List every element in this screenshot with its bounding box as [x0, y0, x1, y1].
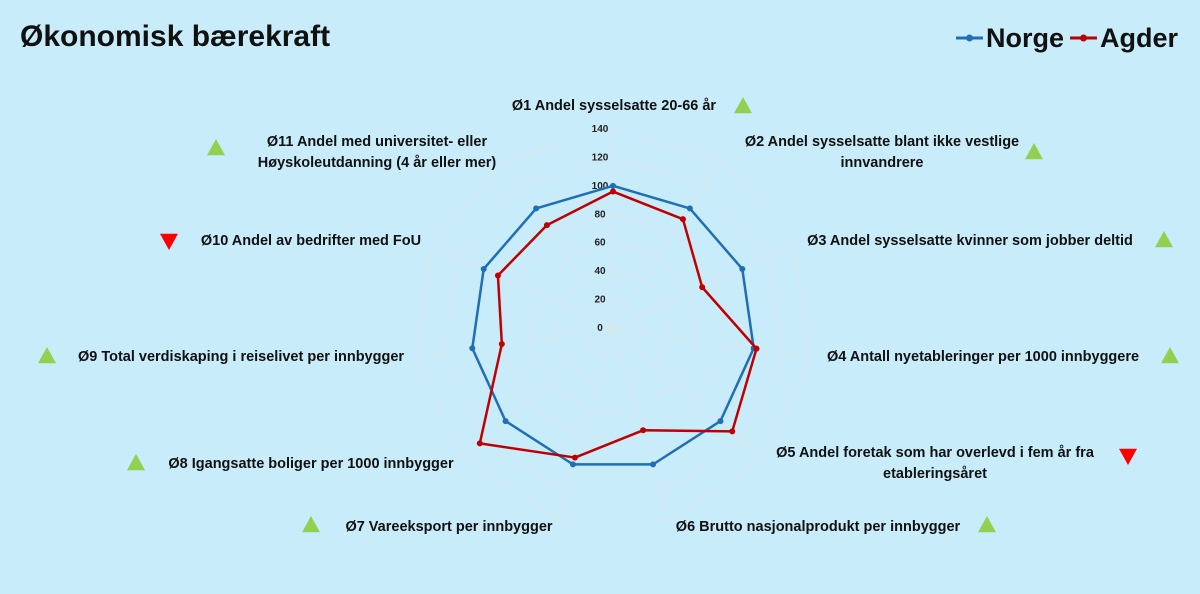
category-label-3: Ø3 Andel sysselsatte kvinner som jobber … — [807, 233, 1133, 249]
trend-up-icon-9 — [38, 347, 56, 364]
category-label-5-line-1: Ø5 Andel foretak som har overlevd i fem … — [776, 445, 1095, 461]
grid-ring-120 — [443, 156, 783, 493]
series-line-norge — [471, 184, 755, 466]
tick-label-140: 140 — [592, 124, 609, 135]
grid-ring-60 — [528, 242, 698, 411]
trend-up-icon-2 — [1025, 143, 1043, 160]
data-point-agder-9 — [498, 340, 505, 347]
trend-up-icon-3 — [1155, 231, 1173, 248]
grid-ring-40 — [556, 270, 670, 384]
data-point-norge-1 — [610, 182, 616, 189]
data-point-agder-4 — [753, 345, 760, 352]
grid-spoke-7 — [556, 327, 614, 520]
tick-label-20: 20 — [594, 295, 606, 306]
data-point-agder-1 — [610, 188, 616, 195]
tick-label-80: 80 — [594, 209, 606, 220]
category-label-11-line-2: Høyskoleutdanning (4 år eller mer) — [258, 155, 497, 171]
series-line-agder — [478, 190, 758, 459]
category-label-5-line-2: etableringsåret — [883, 466, 987, 482]
data-point-agder-7 — [571, 454, 578, 461]
grid-spoke-4 — [612, 327, 811, 357]
trend-up-icon-1 — [734, 97, 752, 114]
tick-label-60: 60 — [594, 238, 606, 249]
category-label-6: Ø6 Brutto nasjonalprodukt per innbygger — [676, 519, 961, 535]
grid-ring-140 — [415, 128, 811, 520]
legend: Norge Agder — [956, 23, 1179, 53]
category-label-9-line-1: Ø9 Total verdiskaping i reiselivet per i… — [78, 349, 404, 365]
data-point-agder-5 — [729, 428, 736, 435]
grid-spoke-8 — [462, 327, 614, 459]
legend-marker-norge — [966, 34, 973, 42]
grid-spoke-6 — [612, 327, 670, 520]
category-label-10-line-1: Ø10 Andel av bedrifter med FoU — [201, 233, 421, 249]
grid-spoke-2 — [612, 160, 722, 329]
category-label-4: Ø4 Antall nyetableringer per 1000 innbyg… — [827, 349, 1139, 365]
grid-spoke-5 — [612, 327, 764, 459]
data-point-agder-3 — [699, 284, 706, 291]
category-label-10: Ø10 Andel av bedrifter med FoU — [201, 233, 421, 249]
radial-tick-labels: 0 20 40 60 80 100 120 140 — [592, 124, 609, 334]
legend-label-agder: Agder — [1100, 23, 1179, 53]
trend-up-icon-8 — [127, 454, 145, 471]
data-point-agder-2 — [679, 216, 686, 223]
trend-up-icon-6 — [978, 516, 996, 533]
category-label-8-line-1: Ø8 Igangsatte boliger per 1000 innbygger — [168, 456, 454, 472]
category-labels: Ø1 Andel sysselsatte 20-66 år Ø2 Andel sy… — [38, 97, 1179, 535]
grid-spoke-11 — [504, 160, 614, 329]
legend-marker-agder — [1080, 34, 1087, 42]
data-point-norge-10 — [480, 265, 487, 272]
data-point-agder-10 — [494, 272, 501, 279]
radar-grid — [415, 128, 811, 520]
trend-down-icon-10 — [160, 233, 178, 250]
series-lines — [469, 182, 760, 468]
trend-down-icon-5 — [1119, 448, 1137, 465]
data-point-norge-9 — [469, 345, 476, 352]
data-point-norge-6 — [650, 461, 657, 468]
category-label-8: Ø8 Igangsatte boliger per 1000 innbygger — [168, 456, 454, 472]
category-label-2: Ø2 Andel sysselsatte blant ikke vestlige… — [745, 134, 1019, 171]
legend-label-norge: Norge — [986, 23, 1064, 53]
category-label-2-line-1: Ø2 Andel sysselsatte blant ikke vestlige — [745, 134, 1019, 150]
data-point-agder-8 — [476, 440, 483, 447]
data-point-norge-2 — [686, 205, 693, 212]
data-point-norge-11 — [533, 205, 540, 212]
category-label-7-line-1: Ø7 Vareeksport per innbygger — [345, 519, 552, 535]
tick-label-120: 120 — [592, 152, 609, 163]
trend-up-icon-4 — [1161, 347, 1179, 364]
category-label-7: Ø7 Vareeksport per innbygger — [345, 519, 552, 535]
tick-label-40: 40 — [594, 266, 606, 277]
data-point-agder-6 — [640, 427, 647, 434]
trend-up-icon-11 — [207, 139, 225, 156]
category-label-1: Ø1 Andel sysselsatte 20-66 år — [512, 98, 717, 114]
grid-ring-20 — [584, 299, 642, 356]
category-label-3-line-1: Ø3 Andel sysselsatte kvinner som jobber … — [807, 233, 1133, 249]
tick-label-100: 100 — [592, 181, 609, 192]
grid-spoke-9 — [415, 327, 614, 357]
data-point-norge-3 — [739, 265, 746, 272]
category-label-4-line-1: Ø4 Antall nyetableringer per 1000 innbyg… — [827, 349, 1139, 365]
data-point-norge-5 — [717, 418, 724, 425]
tick-label-0: 0 — [597, 323, 603, 334]
grid-spoke-10 — [431, 244, 614, 329]
category-label-9: Ø9 Total verdiskaping i reiselivet per i… — [78, 349, 404, 365]
category-label-2-line-2: innvandrere — [841, 155, 924, 171]
trend-up-icon-7 — [302, 516, 320, 533]
category-label-6-line-1: Ø6 Brutto nasjonalprodukt per innbygger — [676, 519, 961, 535]
chart-title: Økonomisk bærekraft — [20, 20, 330, 53]
data-point-norge-8 — [502, 418, 509, 425]
data-point-agder-11 — [543, 222, 550, 229]
category-label-5: Ø5 Andel foretak som har overlevd i fem … — [776, 445, 1095, 482]
data-point-norge-7 — [569, 461, 576, 468]
category-label-11-line-1: Ø11 Andel med universitet- eller — [267, 134, 488, 150]
category-label-1-line-1: Ø1 Andel sysselsatte 20-66 år — [512, 98, 717, 114]
grid-ring-80 — [499, 213, 727, 438]
